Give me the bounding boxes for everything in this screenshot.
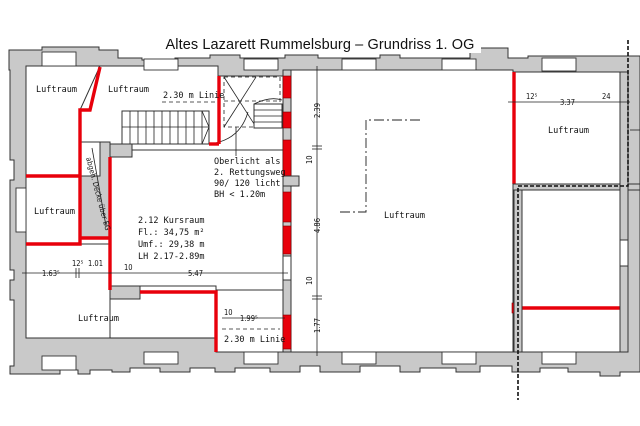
skylight-note-3: 90/ 120 licht — [214, 179, 281, 189]
new-walls-red — [26, 66, 620, 353]
room-label-luftraum-stair: Luftraum — [108, 85, 149, 95]
dim-ne-24: 24 — [602, 92, 611, 101]
room-label-luftraum-ne: Luftraum — [548, 126, 589, 136]
plan-title-text: Altes Lazarett Rummelsburg – Grundriss 1… — [159, 37, 481, 53]
windows — [15, 51, 577, 371]
dim-10-bottom: 10 — [224, 308, 233, 317]
pillar — [109, 143, 133, 158]
kursraum-perimeter: Umf.: 29,38 m — [138, 240, 205, 250]
dim-ne-3-37: 3.37 — [560, 98, 575, 107]
dim-1-01: 1.01 — [88, 259, 103, 268]
kursraum-height: LH 2.17-2.89m — [138, 252, 205, 262]
dim-1-77: 1.77 — [313, 318, 322, 333]
room-label-luftraum-sw: Luftraum — [78, 314, 119, 324]
room-label-luftraum-nw: Luftraum — [36, 85, 77, 95]
skylight-note-1: Oberlicht als — [214, 157, 281, 167]
skylight-note-4: BH < 1.20m — [214, 190, 265, 200]
dim-5-47: 5.47 — [188, 269, 203, 278]
note-line-bottom: 2.30 m Linie — [224, 335, 285, 345]
dim-ne-12-5: 12⁵ — [526, 92, 538, 101]
dim-1-63: 1.63⁵ — [42, 269, 60, 278]
dim-10-v2: 10 — [305, 276, 314, 285]
dim-2-39: 2.39 — [313, 103, 322, 118]
dim-12-5: 12⁵ — [72, 259, 84, 268]
staircase — [121, 110, 210, 145]
plan-title: Altes Lazarett Rummelsburg – Grundriss 1… — [0, 37, 640, 53]
room-label-luftraum-west: Luftraum — [34, 207, 75, 217]
room-label-luftraum-center: Luftraum — [384, 211, 425, 221]
pillar — [109, 285, 141, 300]
kursraum-name: 2.12 Kursraum — [138, 216, 205, 226]
wall-ne-se — [512, 183, 640, 191]
kursraum-area: Fl.: 34,75 m² — [138, 228, 205, 238]
note-line-top: 2.30 m Linie — [163, 91, 224, 101]
dimension-lines — [22, 66, 640, 356]
building-boundary-line — [517, 40, 629, 400]
dim-10: 10 — [124, 263, 133, 272]
dim-10-v1: 10 — [305, 155, 314, 164]
dim-4-86: 4.86 — [313, 218, 322, 233]
skylight-note-2: 2. Rettungsweg — [214, 168, 286, 178]
dim-1-99: 1.99⁵ — [240, 314, 258, 323]
upper-floor-outline — [340, 119, 420, 213]
room-kursraum — [109, 149, 284, 291]
